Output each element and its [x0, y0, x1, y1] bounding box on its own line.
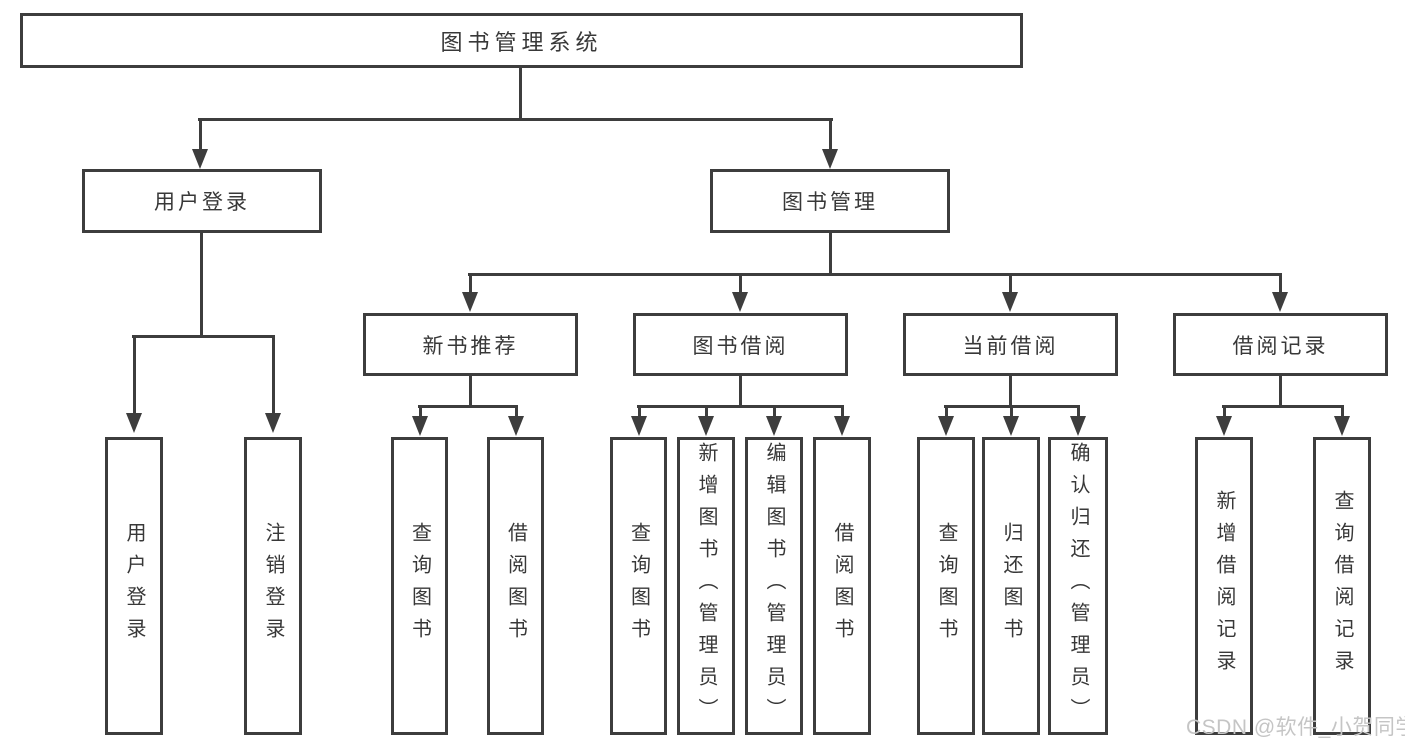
- leaf-newbook-borrow-books-label: 借阅图书: [504, 522, 527, 650]
- node-book-mgmt-label: 图书管理: [782, 191, 878, 214]
- leaf-records-add-borrow-record: 新增借阅记录: [1195, 437, 1253, 735]
- arrow-to-leaf-borrow-query: [631, 407, 647, 436]
- connector-current-borrow-drop: [1009, 376, 1012, 408]
- arrow-to-leaf-borrow-edit: [766, 407, 782, 436]
- leaf-borrow-add-books-admin: 新增图书（管理员）: [677, 437, 735, 735]
- leaf-borrow-add-books-admin-label: 新增图书（管理员）: [695, 442, 717, 730]
- node-root: 图书管理系统: [20, 13, 1023, 68]
- leaf-borrow-edit-books-admin-label: 编辑图书（管理员）: [763, 442, 785, 730]
- arrow-to-user-login: [192, 121, 208, 169]
- connector-level1-split: [198, 118, 833, 121]
- leaf-borrow-borrow-books: 借阅图书: [813, 437, 871, 735]
- arrow-to-book-mgmt: [822, 121, 838, 169]
- arrow-to-leaf-borrow-borrow: [834, 407, 850, 436]
- connector-book-borrow-drop: [739, 376, 742, 408]
- connector-new-book-split: [418, 405, 518, 408]
- arrow-to-leaf-logout: [265, 338, 281, 433]
- connector-new-book-drop: [469, 376, 472, 408]
- arrow-to-leaf-current-return: [1003, 407, 1019, 436]
- leaf-newbook-borrow-books: 借阅图书: [487, 437, 544, 735]
- node-book-borrow: 图书借阅: [633, 313, 848, 376]
- arrow-to-leaf-current-query: [938, 407, 954, 436]
- arrow-to-current-borrow: [1002, 276, 1018, 312]
- leaf-newbook-query-books-label: 查询图书: [408, 522, 431, 650]
- leaf-records-query-borrow-record-label: 查询借阅记录: [1331, 490, 1353, 682]
- leaf-newbook-query-books: 查询图书: [391, 437, 448, 735]
- node-book-mgmt: 图书管理: [710, 169, 950, 233]
- leaf-current-query-books-label: 查询图书: [935, 522, 957, 650]
- node-new-book-rec: 新书推荐: [363, 313, 578, 376]
- arrow-to-leaf-records-query: [1334, 407, 1350, 436]
- leaf-current-confirm-return-admin: 确认归还（管理员）: [1048, 437, 1108, 735]
- arrow-to-leaf-current-confirm: [1070, 407, 1086, 436]
- connector-borrow-records-split: [1222, 405, 1344, 408]
- node-current-borrow: 当前借阅: [903, 313, 1118, 376]
- connector-book-mgmt-split: [468, 273, 1282, 276]
- connector-current-borrow-split: [944, 405, 1080, 408]
- arrow-to-leaf-records-add: [1216, 407, 1232, 436]
- connector-book-mgmt-drop: [829, 233, 832, 276]
- arrow-to-leaf-user-login: [126, 338, 142, 433]
- leaf-borrow-borrow-books-label: 借阅图书: [831, 522, 853, 650]
- leaf-user-login-label: 用户登录: [123, 522, 145, 650]
- connector-borrow-records-drop: [1279, 376, 1282, 408]
- connector-root-drop: [519, 67, 522, 121]
- arrow-to-book-borrow: [732, 276, 748, 312]
- leaf-logout: 注销登录: [244, 437, 302, 735]
- leaf-records-query-borrow-record: 查询借阅记录: [1313, 437, 1371, 735]
- connector-user-login-drop: [200, 233, 203, 338]
- node-borrow-records-label: 借阅记录: [1232, 334, 1329, 358]
- node-root-label: 图书管理系统: [440, 29, 603, 55]
- connector-book-borrow-split: [637, 405, 844, 408]
- leaf-records-add-borrow-record-label: 新增借阅记录: [1213, 490, 1235, 682]
- node-new-book-rec-label: 新书推荐: [422, 334, 519, 358]
- arrow-to-leaf-newbook-query: [412, 407, 428, 436]
- csdn-watermark: CSDN @软件_小贺同学: [1186, 716, 1405, 739]
- node-current-borrow-label: 当前借阅: [962, 334, 1059, 358]
- leaf-current-return-books: 归还图书: [982, 437, 1040, 735]
- leaf-current-confirm-return-admin-label: 确认归还（管理员）: [1067, 442, 1089, 730]
- node-user-login-label: 用户登录: [154, 191, 250, 214]
- arrow-to-new-book-rec: [462, 276, 478, 312]
- connector-user-login-split: [132, 335, 275, 338]
- node-user-login: 用户登录: [82, 169, 322, 233]
- leaf-borrow-query-books: 查询图书: [610, 437, 667, 735]
- leaf-current-return-books-label: 归还图书: [1000, 522, 1022, 650]
- leaf-borrow-edit-books-admin: 编辑图书（管理员）: [745, 437, 803, 735]
- leaf-current-query-books: 查询图书: [917, 437, 975, 735]
- node-book-borrow-label: 图书借阅: [692, 334, 789, 358]
- node-borrow-records: 借阅记录: [1173, 313, 1388, 376]
- leaf-borrow-query-books-label: 查询图书: [627, 522, 650, 650]
- arrow-to-borrow-records: [1272, 276, 1288, 312]
- arrow-to-leaf-newbook-borrow: [508, 407, 524, 436]
- leaf-user-login: 用户登录: [105, 437, 163, 735]
- leaf-logout-label: 注销登录: [262, 522, 284, 650]
- arrow-to-leaf-borrow-add: [698, 407, 714, 436]
